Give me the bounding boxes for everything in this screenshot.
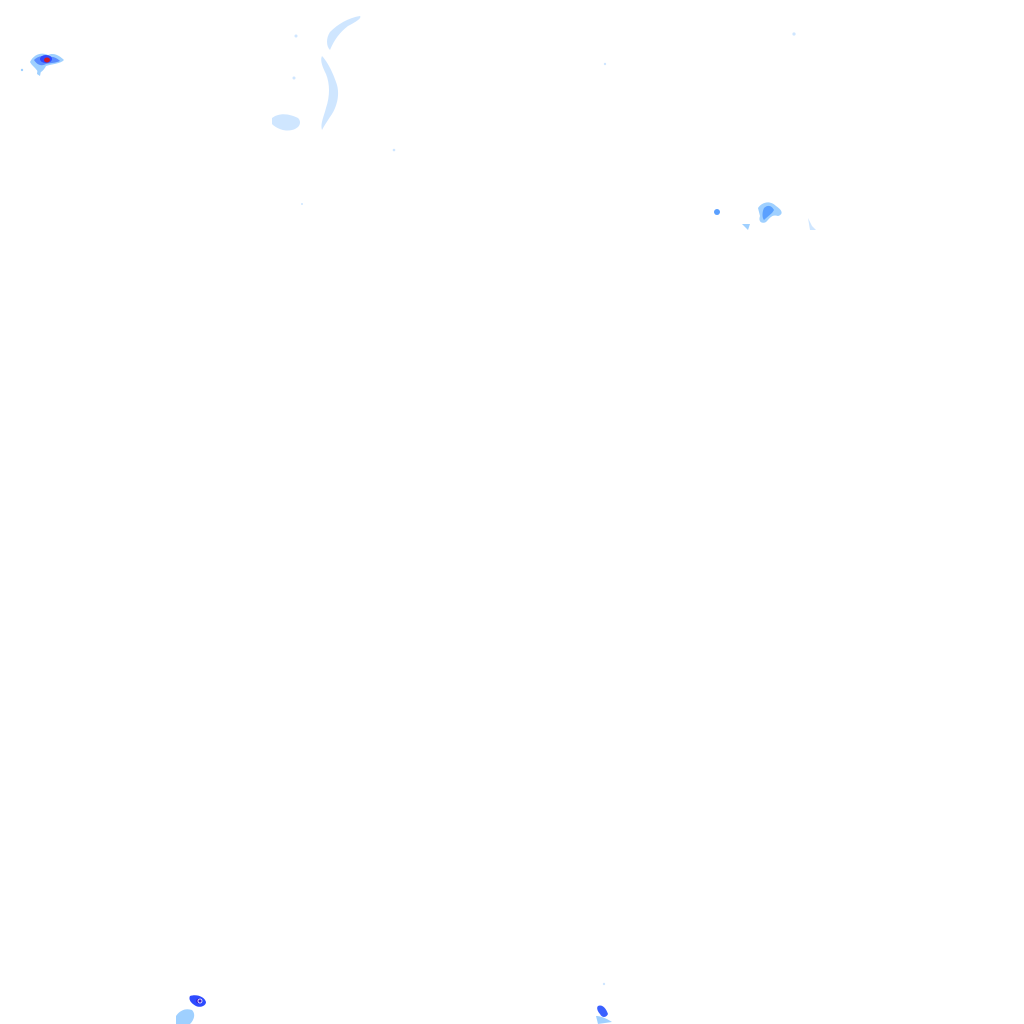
cell-intense-core [44, 57, 50, 63]
shower-fragment [808, 218, 816, 230]
band-speck [603, 62, 607, 66]
northwest-storm-cell [20, 53, 64, 76]
shower-fragment [742, 224, 750, 230]
cell-speck [20, 68, 24, 72]
band-speck [392, 148, 396, 152]
south-shower [596, 982, 612, 1024]
shower-moderate-echo [762, 205, 774, 220]
southwest-storm-cell [176, 995, 206, 1024]
band-speck [292, 76, 296, 80]
band-speck [792, 32, 796, 36]
cell-core-ring [197, 998, 203, 1004]
shower-speck [714, 209, 720, 215]
band-stem [321, 56, 339, 130]
cell-intense-core [196, 998, 202, 1004]
band-upper-arc [327, 16, 361, 50]
band-speck [294, 34, 298, 38]
band-speck [301, 203, 303, 205]
cell-tail [37, 66, 42, 76]
northeast-shower [714, 202, 816, 230]
cell-light-echo [176, 1009, 195, 1024]
shower-heavy-echo [597, 1005, 608, 1017]
band-lower-patch [272, 114, 300, 131]
shower-speck [602, 982, 606, 986]
north-light-band [272, 16, 796, 205]
shower-light-echo [596, 1016, 612, 1024]
